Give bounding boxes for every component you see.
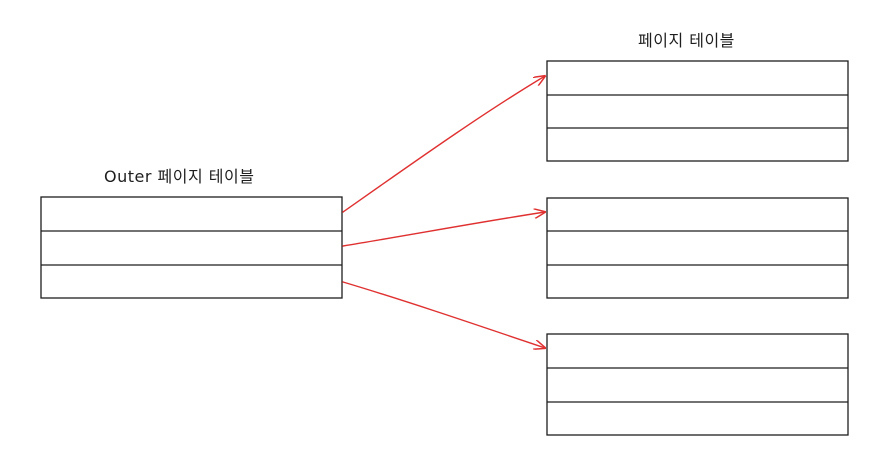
page-table-3-frame xyxy=(546,333,849,436)
outer-page-table xyxy=(40,196,343,299)
arrow-to-page-table-1 xyxy=(342,76,545,213)
arrow-to-page-table-3 xyxy=(342,281,545,348)
outer-page-table-frame xyxy=(40,196,343,299)
outer-page-table-title: Outer 페이지 테이블 xyxy=(104,167,255,186)
page-table-2 xyxy=(546,197,849,299)
arrows xyxy=(342,76,545,348)
page-table-1 xyxy=(546,60,849,162)
page-table-3 xyxy=(546,333,849,436)
arrow-to-page-table-2 xyxy=(342,212,545,247)
page-table-2-frame xyxy=(546,197,849,299)
page-table-1-frame xyxy=(546,60,849,162)
page-table-title: 페이지 테이블 xyxy=(638,31,735,50)
